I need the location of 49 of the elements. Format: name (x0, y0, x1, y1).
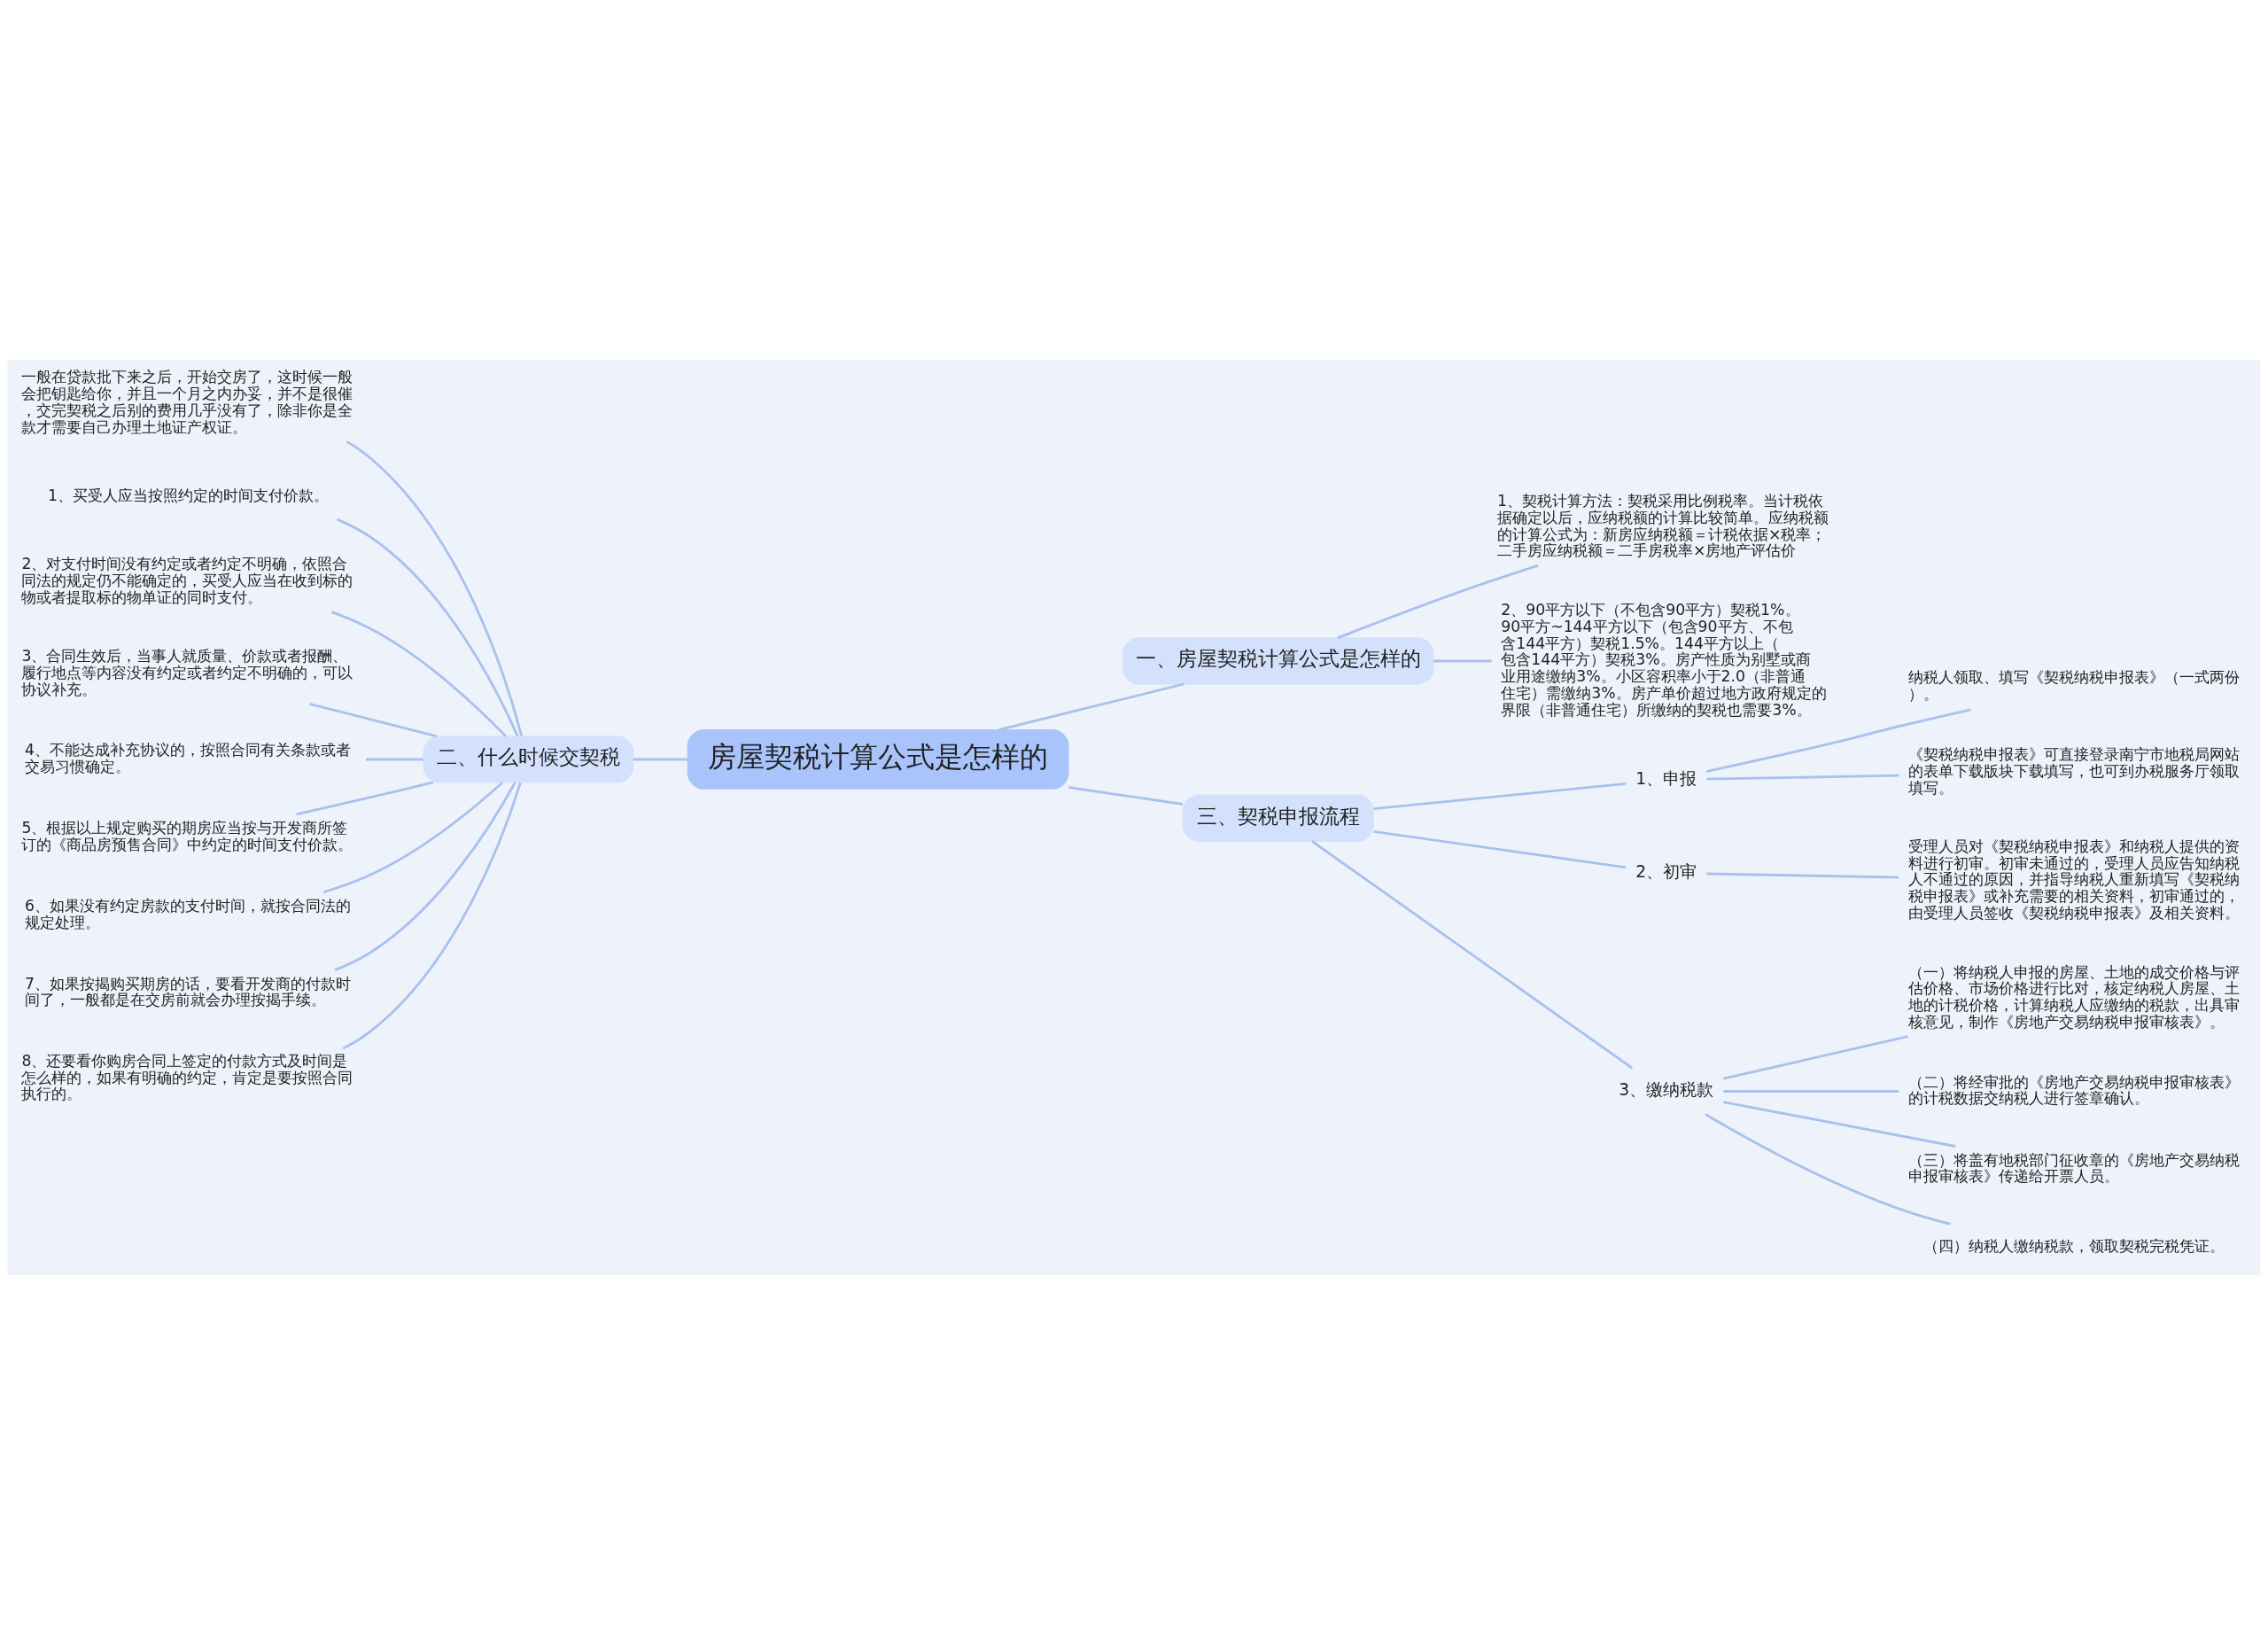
node-text: （四）纳税人缴纳税款，领取契税完税凭证。 (1923, 1236, 2225, 1255)
node-box: 三、契税申报流程 (1182, 794, 1374, 842)
node-text: 3、缴纳税款 (1619, 1080, 1714, 1100)
connector (1068, 786, 1184, 806)
connector (1705, 1113, 1951, 1226)
connector (330, 611, 507, 737)
connector (1706, 708, 1971, 773)
connector (633, 758, 688, 761)
connector (1373, 782, 1627, 811)
connector (1373, 829, 1627, 869)
node-text: 2、90平方以下（不包含90平方）契税1%。90平方~144平方以下（包含90平方、不包含144平方）契税1.5%。144平方以上（包含144平方）契税3%。房产性质为别墅或商业用途缴纳3%。小区容积率小于2.0（非普通住宅）需缴纳3%。房产单价超过地方政府规定的界限（非普通住宅）所缴纳的契税也需要3%。 (1501, 601, 1827, 719)
node-text: 7、如果按揭购买期房的话，要看开发商的付款时间了，一般都是在交房前就会办理按揭手续。 (25, 974, 352, 1009)
connector (296, 781, 434, 816)
connector (1723, 1035, 1908, 1080)
connector (1706, 774, 1899, 781)
node-text: 1、买受人应当按照约定的时间支付价款。 (47, 486, 329, 504)
connector (366, 758, 423, 761)
node-text: （一）将纳税人申报的房屋、土地的成交价格与评估价格、市场价格进行比对，核定纳税人房屋、土地的计税价格，计算纳税人应缴纳的税款，出具审核意见，制作《房地产交易纳税申报审核表》。 (1907, 962, 2240, 1031)
node-box: 一、房屋契税计算公式是怎样的 (1122, 637, 1434, 685)
node-text: 2、初审 (1635, 862, 1697, 882)
node-box: 房屋契税计算公式是怎样的 (687, 729, 1069, 790)
connector (342, 782, 522, 1050)
node-text: 纳税人领取、填写《契税纳税申报表》（一式两份）。 (1907, 667, 2240, 703)
node-text: 3、合同生效后，当事人就质量、价款或者报酬、履行地点等内容没有约定或者约定不明确的，可以协议补充。 (21, 647, 353, 698)
node-text: 4、不能达成补充协议的，按照合同有关条款或者交易习惯确定。 (25, 741, 352, 775)
node-text: （二）将经审批的《房地产交易纳税申报审核表》的计税数据交纳税人进行签章确认。 (1907, 1072, 2240, 1108)
connector (1311, 840, 1634, 1070)
connector (322, 782, 503, 894)
connector (309, 702, 438, 738)
connector (1723, 1090, 1899, 1093)
connector (1706, 872, 1899, 879)
node-text: 2、对支付时间没有约定或者约定不明确，依照合同法的规定仍不能确定的，买受人应当在收到标的物或者提取标的物单证的同时支付。 (21, 555, 353, 606)
node-text: 1、契税计算方法：契税采用比例税率。当计税依据确定以后，应纳税额的计算比较简单。应纳税额的计算公式为：新房应纳税额＝计税依据×税率；二手房应纳税额＝二手房税率×房地产评估价 (1496, 492, 1829, 560)
node-text: 5、根据以上规定购买的期房应当按与开发商所签订的《商品房预售合同》中约定的时间支付价款。 (21, 818, 353, 853)
connector (346, 440, 524, 737)
node-text: 1、申报 (1635, 768, 1697, 788)
connector (334, 782, 517, 971)
connector (1337, 564, 1539, 640)
connector (998, 682, 1184, 732)
node-text: 一般在贷款批下来之后，开始交房了，这时候一般会把钥匙给你，并且一个月之内办妥，并不是很催，交完契税之后别的费用几乎没有了，除非你是全款才需要自己办理土地证产权证。 (21, 368, 353, 436)
node-text: 《契税纳税申报表》可直接登录南宁市地税局网站的表单下载版块下载填写，也可到办税服务厅领取填写。 (1907, 745, 2240, 797)
connector (1723, 1101, 1956, 1148)
node-text: （三）将盖有地税部门征收章的《房地产交易纳税申报审核表》传递给开票人员。 (1907, 1150, 2240, 1186)
node-text: 8、还要看你购房合同上签定的付款方式及时间是怎么样的，如果有明确的约定，肯定是要按照合同执行的。 (21, 1051, 353, 1103)
connector (336, 518, 519, 737)
connector (1433, 659, 1492, 663)
node-text: 6、如果没有约定房款的支付时间，就按合同法的规定处理。 (25, 896, 352, 931)
node-text: 受理人员对《契税纳税申报表》和纳税人提供的资料进行初审。初审未通过的，受理人员应告知纳税人不通过的原因，并指导纳税人重新填写《契税纳税申报表》或补充需要的相关资料，初审通过的，由受理人员签收《契税纳税申报表》及相关资料。 (1907, 837, 2240, 922)
node-box: 二、什么时候交契税 (423, 736, 634, 783)
